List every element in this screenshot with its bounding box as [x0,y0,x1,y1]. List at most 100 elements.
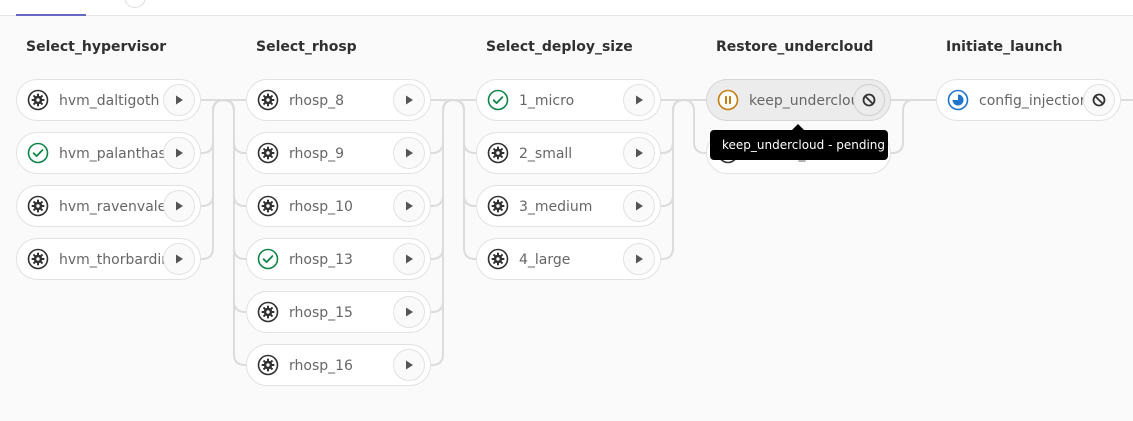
connector-line [661,99,685,154]
job-tooltip: keep_undercloud - pending [710,124,888,160]
status-manual-icon [487,142,509,164]
job-hvm-palanthas[interactable]: hvm_palanthas [16,132,201,174]
status-manual-icon [257,195,279,217]
top-tab-bar [0,0,1133,16]
connector-line [452,99,476,207]
play-button[interactable] [623,243,655,275]
connector-line [201,99,225,207]
connector-line [431,99,455,154]
connector-line [891,99,915,154]
play-icon [406,307,413,317]
job-rhosp-8[interactable]: rhosp_8 [246,79,431,121]
job-name: rhosp_9 [289,146,345,162]
connector-line [222,99,246,207]
stage-title-initiate-launch: Initiate_launch [946,39,1063,55]
connector-line [452,99,476,260]
job-name: rhosp_8 [289,93,345,109]
job-name: keep_undercloud [749,93,869,109]
tooltip-arrow [792,124,804,130]
cancel-icon [1092,93,1106,107]
job-hvm-ravenvale[interactable]: hvm_ravenvale [16,185,201,227]
cancel-button[interactable] [1083,84,1115,116]
connector-line [222,99,246,366]
status-manual-icon [27,89,49,111]
status-success-icon [487,89,509,111]
status-success-icon [27,142,49,164]
job-name: hvm_ravenvale [59,199,167,215]
job-hvm-daltigoth[interactable]: hvm_daltigoth [16,79,201,121]
play-button[interactable] [623,84,655,116]
connector-line [661,99,685,260]
play-icon [176,254,183,264]
connector-line [452,99,476,154]
play-button[interactable] [393,137,425,169]
status-manual-icon [487,248,509,270]
status-manual-icon [27,248,49,270]
job-keep-undercloud[interactable]: keep_undercloud [706,79,891,121]
active-tab-indicator [16,14,86,16]
tooltip-text: keep_undercloud - pending [722,138,886,152]
job-rhosp-15[interactable]: rhosp_15 [246,291,431,333]
play-button[interactable] [623,137,655,169]
connector-line [222,99,246,154]
job-name: hvm_thorbardin [59,252,171,268]
job-rhosp-13[interactable]: rhosp_13 [246,238,431,280]
play-icon [636,95,643,105]
connector-line [201,99,225,260]
play-button[interactable] [163,243,195,275]
job-2-small[interactable]: 2_small [476,132,661,174]
play-button[interactable] [393,190,425,222]
status-manual-icon [257,89,279,111]
connector-line [222,99,246,313]
connector-line [661,99,685,207]
connector-line [431,99,455,313]
connector-line [682,99,706,154]
status-success-icon [257,248,279,270]
job-name: rhosp_10 [289,199,353,215]
job-rhosp-10[interactable]: rhosp_10 [246,185,431,227]
status-manual-icon [257,142,279,164]
job-1-micro[interactable]: 1_micro [476,79,661,121]
job-name: 4_large [519,252,571,268]
play-button[interactable] [163,137,195,169]
play-button[interactable] [163,190,195,222]
status-manual-icon [487,195,509,217]
play-button[interactable] [393,349,425,381]
cancel-button[interactable] [853,84,885,116]
job-rhosp-16[interactable]: rhosp_16 [246,344,431,386]
job-name: 2_small [519,146,573,162]
play-icon [406,254,413,264]
play-icon [406,201,413,211]
job-name: 1_micro [519,93,575,109]
connector-line [431,99,455,207]
job-config-injection[interactable]: config_injection [936,79,1121,121]
tab-count-badge [124,0,146,8]
job-name: rhosp_16 [289,358,353,374]
play-button[interactable] [393,84,425,116]
job-name: hvm_palanthas [59,146,166,162]
play-icon [636,148,643,158]
play-icon [176,148,183,158]
connector-line [201,99,225,154]
job-3-medium[interactable]: 3_medium [476,185,661,227]
status-pending-icon [717,89,739,111]
status-manual-icon [257,354,279,376]
connector-line [431,99,455,366]
job-hvm-thorbardin[interactable]: hvm_thorbardin [16,238,201,280]
stage-title-select-hypervisor: Select_hypervisor [26,39,167,55]
play-icon [636,254,643,264]
job-4-large[interactable]: 4_large [476,238,661,280]
play-button[interactable] [623,190,655,222]
play-button[interactable] [393,296,425,328]
play-icon [176,201,183,211]
job-name: hvm_daltigoth [59,93,160,109]
job-name: rhosp_15 [289,305,353,321]
job-rhosp-9[interactable]: rhosp_9 [246,132,431,174]
play-icon [406,360,413,370]
play-button[interactable] [163,84,195,116]
connector-line [222,99,246,260]
play-icon [176,95,183,105]
play-button[interactable] [393,243,425,275]
status-running-icon [947,89,969,111]
stage-title-select-deploy-size: Select_deploy_size [486,39,633,55]
